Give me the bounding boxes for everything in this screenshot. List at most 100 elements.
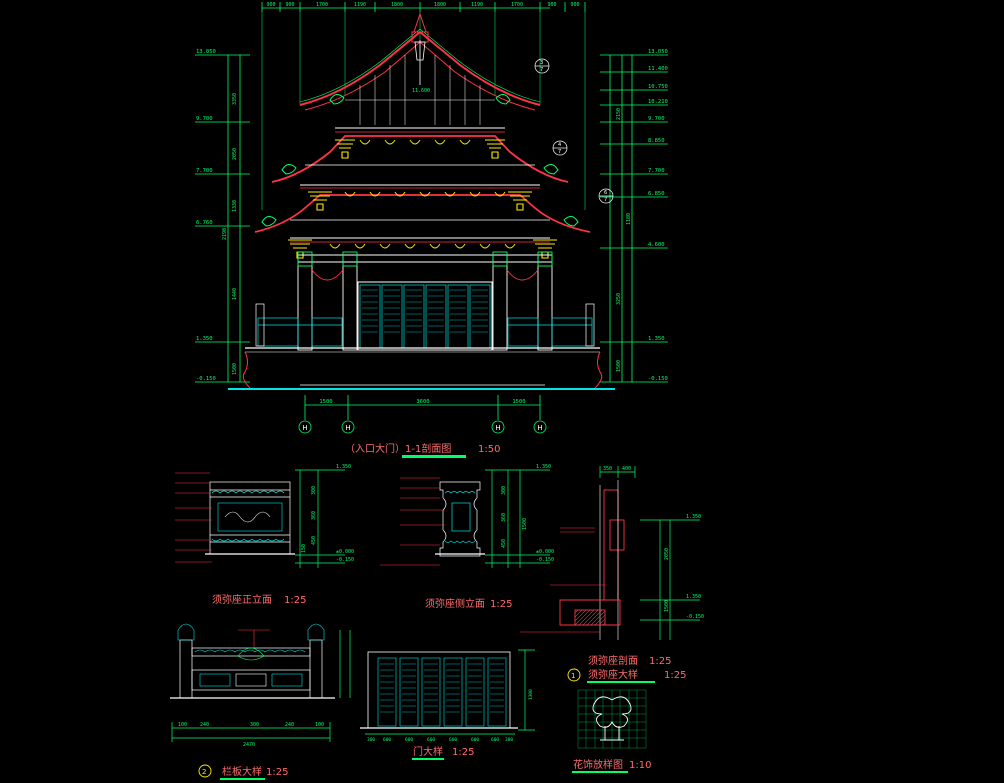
roof-top-tier: [299, 12, 541, 133]
railing-scale: 1:25: [266, 767, 288, 778]
right-seg-1: 1180: [626, 213, 632, 225]
main-title-underline: [402, 455, 466, 458]
extension-lines: [261, 12, 586, 210]
left-elevation-axis: [195, 54, 250, 383]
left-seg-2: 1330: [232, 200, 238, 212]
xumizuo-section-scale: 1:25: [649, 656, 671, 667]
xf-dim-3: 150: [301, 544, 307, 553]
xumizuo-side-title: 须弥座侧立面: [425, 597, 485, 610]
right-elev-4: 9.700: [648, 116, 665, 122]
main-door-lattice: [357, 281, 493, 351]
detail-callout-lower: [598, 188, 614, 204]
xf-dim-2: 450: [311, 536, 317, 545]
bottom-dimension-chain: [298, 395, 547, 434]
left-elev-0: 13.050: [196, 49, 216, 55]
ridge-elevation: 11.600: [412, 88, 430, 94]
door-dim-5: 600: [471, 737, 479, 743]
xsec-top-0: 350: [603, 466, 612, 472]
axis-label-1: H: [345, 424, 350, 432]
door-dim-6: 600: [491, 737, 499, 743]
xumizuo-side-elevation: 1.350 ±0.000 -0.150 300 360 450 1500 须弥座…: [380, 464, 554, 610]
xsec-top-1: 400: [622, 466, 631, 472]
detail-number-2: 2: [202, 768, 206, 776]
axis-label-3: H: [537, 424, 542, 432]
right-elev-0: 13.050: [648, 49, 668, 55]
right-seg-0: 2150: [616, 108, 622, 120]
platform-base: [228, 347, 615, 390]
left-elev-3: 6.760: [196, 220, 213, 226]
xumizuo-section-title: 须弥座剖面: [588, 654, 638, 667]
xf-elev-2: -0.150: [336, 557, 354, 563]
door-dim-0: 300: [367, 737, 375, 743]
callout-mid-num: 4: [558, 142, 561, 148]
railing-title: 栏板大样: [222, 765, 262, 778]
door-title: 门大样: [413, 745, 443, 758]
ornament-scale: 1:10: [629, 760, 651, 771]
detail-number-1-circle: [567, 668, 581, 682]
top-dim-3: 1190: [354, 2, 366, 8]
right-elev-10: -0.150: [648, 376, 668, 382]
right-elev-9: 1.350: [648, 336, 665, 342]
top-dim-1: 900: [285, 2, 294, 8]
xumizuo-front-elevation: 1.350 ±0.000 -0.150 300 360 450 150 须弥座正…: [175, 464, 354, 606]
main-section-title: （入口大门）1-1剖面图: [345, 442, 451, 455]
xsec-elev-2: -0.150: [686, 614, 704, 620]
top-dim-7: 1700: [511, 2, 523, 8]
bottom-dim-1: 3600: [416, 399, 429, 405]
callout-top-den: 7: [540, 67, 543, 73]
top-dim-2: 1700: [316, 2, 328, 8]
left-elev-1: 9.700: [196, 116, 213, 122]
door-height: 1300: [528, 689, 534, 700]
xf-dim-0: 300: [311, 486, 317, 495]
bottom-dim-2: 1500: [512, 399, 525, 405]
left-elev-2: 7.700: [196, 168, 213, 174]
left-seg-4: 1440: [232, 288, 238, 300]
xs-dim-1: 360: [501, 513, 507, 522]
xumizuo-detail-underline: [587, 681, 655, 683]
door-dim-4: 600: [449, 737, 457, 743]
bottom-dim-0: 1500: [319, 399, 332, 405]
door-dim-2: 600: [405, 737, 413, 743]
xumizuo-cross-section: 350 400 1.350 1.350 -0.150 2050 1500 须弥座…: [520, 466, 704, 683]
railing-dim-0: 100: [178, 722, 187, 728]
top-dim-9: 900: [570, 2, 579, 8]
callout-low-num: 6: [604, 190, 607, 196]
right-seg-2: 3250: [616, 293, 622, 305]
xs-elev-1: ±0.000: [536, 549, 554, 555]
dougong-brackets: [288, 139, 557, 259]
right-seg-3: 1500: [616, 360, 622, 372]
callout-low-den: 7: [604, 197, 607, 203]
top-dim-4: 1800: [391, 2, 403, 8]
ornament-title-underline: [572, 771, 628, 773]
left-seg-3: 2190: [222, 228, 228, 240]
xs-elev-0: 1.350: [536, 464, 551, 470]
main-section-scale: 1:50: [478, 444, 500, 455]
right-elev-3: 10.210: [648, 99, 668, 105]
door-title-underline: [412, 758, 444, 760]
xs-elev-2: -0.150: [536, 557, 554, 563]
xumizuo-front-scale: 1:25: [284, 595, 306, 606]
columns: [297, 251, 553, 351]
xumizuo-side-scale: 1:25: [490, 599, 512, 610]
callout-top-num: 3: [540, 60, 543, 66]
xsec-elev-1: 1.350: [686, 594, 701, 600]
ornament-grid: [577, 689, 647, 749]
top-dim-6: 1190: [471, 2, 483, 8]
left-elev-4: 1.350: [196, 336, 213, 342]
door-dim-7: 300: [505, 737, 513, 743]
xumizuo-detail-title: 须弥座大样: [588, 668, 638, 681]
roof-lower-tier: [254, 194, 591, 243]
xumizuo-detail-scale: 1:25: [664, 670, 686, 681]
ornament-layout-detail: 花饰放样图 1:10: [572, 689, 651, 773]
left-seg-0: 3350: [232, 93, 238, 105]
axis-label-2: H: [495, 424, 500, 432]
right-elev-7: 6.850: [648, 191, 665, 197]
right-elev-6: 7.700: [648, 168, 665, 174]
xs-dim-3: 1500: [522, 518, 528, 530]
xs-dim-0: 300: [501, 486, 507, 495]
xsec-dim-1: 1500: [664, 600, 670, 612]
top-dimension-chain: [261, 2, 586, 12]
railing-dim-3: 240: [285, 722, 294, 728]
xf-dim-1: 360: [311, 511, 317, 520]
